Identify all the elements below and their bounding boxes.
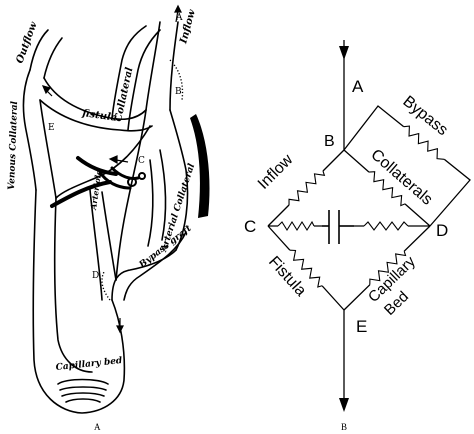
arrow-top: [339, 46, 349, 60]
panel-b-circuit: [267, 40, 471, 400]
node-e-label: E: [356, 317, 367, 336]
node-d-label: D: [436, 221, 448, 240]
occlusion-block: [190, 114, 210, 218]
label-venous-collateral: Venous Collateral: [7, 100, 20, 190]
label-a-letter-inflow: A: [175, 13, 183, 23]
label-d-letter: D: [92, 271, 99, 281]
panel-b-caption: B: [341, 422, 347, 432]
node-b-label: B: [324, 133, 335, 150]
node-c-label: C: [244, 217, 256, 236]
resistors: [277, 123, 447, 289]
label-fistula-a: fistula: [81, 108, 118, 124]
label-c-letter: C: [138, 156, 145, 166]
panel-a-drawing: [22, 21, 189, 414]
capacitor: [322, 210, 354, 244]
label-b-letter: B: [175, 87, 182, 97]
node-a-label: A: [352, 77, 364, 96]
label-collateral-a: Collateral: [113, 66, 135, 123]
flow-arrows: [41, 4, 182, 334]
label-arteriole: Arteriole: [88, 169, 104, 211]
label-outflow: Outflow: [14, 20, 39, 65]
panel-a-caption: A: [94, 422, 101, 432]
panel-b-arrows: [339, 46, 349, 412]
inflow-label: Inflow: [255, 151, 297, 193]
arteriole-clamp: [50, 156, 146, 208]
label-e-letter: E: [48, 123, 55, 133]
panel-b-labels: A B C D E Bypass Inflow Collaterals Fist…: [244, 77, 451, 432]
panel-a-dotted-segments: [101, 59, 184, 301]
arrow-bottom: [339, 398, 349, 412]
